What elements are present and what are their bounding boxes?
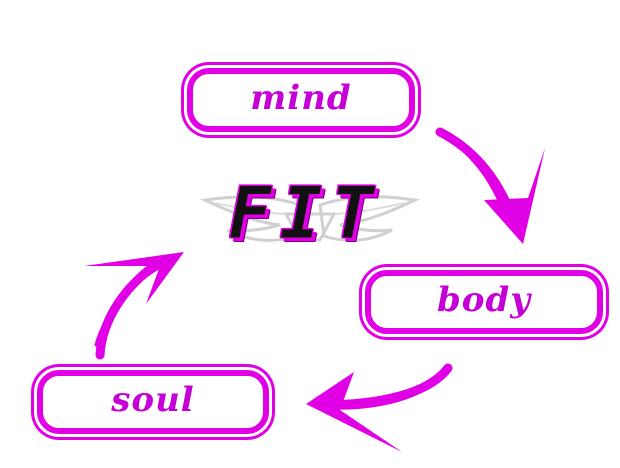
arrow-mind-to-body [435, 127, 545, 244]
node-mind-label: mind [250, 78, 352, 118]
node-mind: mind [187, 68, 415, 132]
arrow-soul-to-mind [84, 252, 184, 360]
node-body: body [365, 270, 603, 334]
center-title-text: FIT [227, 171, 383, 256]
node-body-label: body [437, 280, 531, 320]
center-title: FIT [205, 168, 405, 258]
node-soul-label: soul [111, 380, 195, 420]
arrow-body-to-soul [306, 363, 453, 452]
node-soul: soul [37, 370, 269, 434]
winged-emblem-icon [199, 195, 421, 242]
